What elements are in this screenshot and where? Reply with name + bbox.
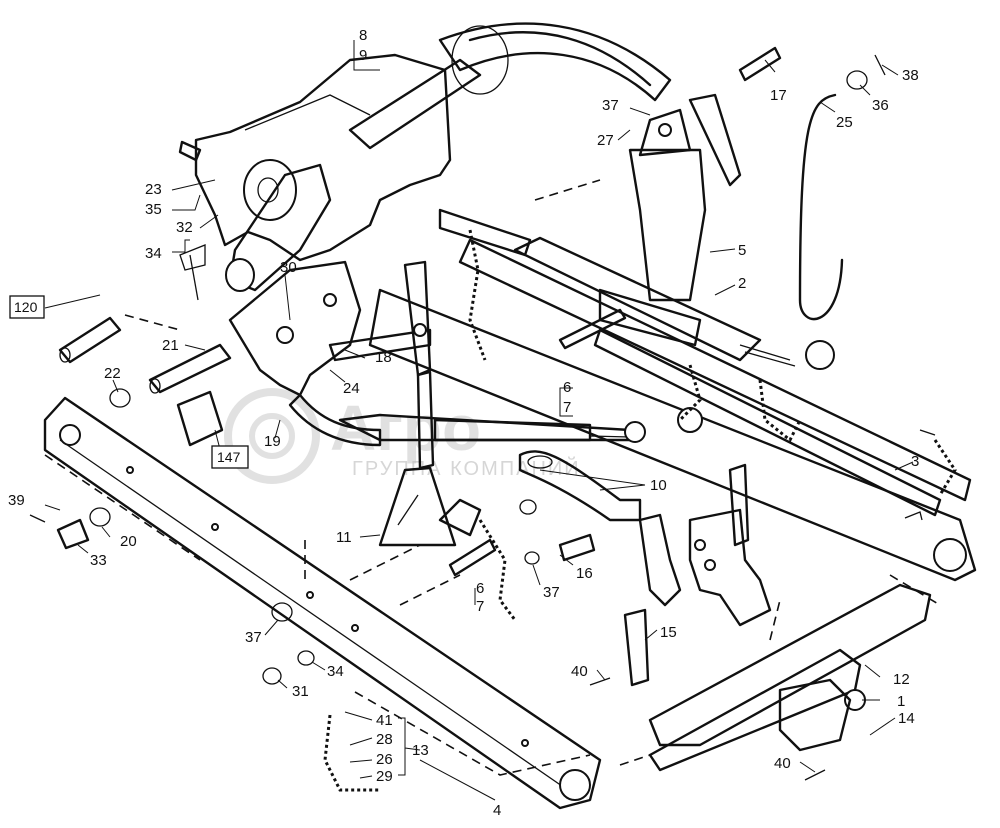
box-147-frame bbox=[211, 445, 249, 469]
callout-7-bottom: 7 bbox=[476, 598, 484, 615]
callout-26: 26 bbox=[376, 751, 393, 768]
callout-37-low: 37 bbox=[245, 629, 262, 646]
callouts: 8 9 17 38 36 25 37 27 23 35 32 34 5 2 30… bbox=[8, 27, 919, 819]
callout-24: 24 bbox=[343, 380, 360, 397]
callout-7-top: 7 bbox=[563, 399, 571, 416]
left-lift-rod bbox=[403, 260, 435, 470]
callout-12: 12 bbox=[893, 671, 910, 688]
chains bbox=[323, 229, 957, 792]
frame-tube bbox=[458, 238, 972, 517]
box-120-frame bbox=[9, 295, 45, 319]
loose-parts bbox=[29, 46, 936, 781]
top-link bbox=[438, 208, 835, 370]
callout-39: 39 bbox=[8, 492, 25, 509]
callout-32: 32 bbox=[176, 219, 193, 236]
callout-41: 41 bbox=[376, 712, 393, 729]
callout-6-bottom: 6 bbox=[476, 580, 484, 597]
watermark-sub: ГРУППА КОМПАНИЙ bbox=[352, 456, 581, 480]
callout-40-mid: 40 bbox=[571, 663, 588, 680]
callout-34-top: 34 bbox=[145, 245, 162, 262]
assembly-lines bbox=[44, 179, 941, 776]
drawbar bbox=[648, 583, 932, 772]
callout-8: 8 bbox=[359, 27, 367, 44]
callout-11: 11 bbox=[336, 529, 352, 546]
callout-33: 33 bbox=[90, 552, 107, 569]
boxed-147: 147 bbox=[217, 449, 241, 465]
callout-36: 36 bbox=[872, 97, 889, 114]
boxed-references: 120 147 bbox=[9, 295, 249, 469]
callout-27: 27 bbox=[597, 132, 614, 149]
callout-29: 29 bbox=[376, 768, 393, 785]
callout-1: 1 bbox=[897, 693, 905, 710]
callout-30: 30 bbox=[280, 259, 297, 276]
callout-4: 4 bbox=[493, 802, 501, 819]
callout-23: 23 bbox=[145, 181, 162, 198]
lower-bracket bbox=[148, 260, 432, 447]
lift-rod bbox=[628, 93, 742, 302]
callout-19: 19 bbox=[264, 433, 281, 450]
callout-37-top: 37 bbox=[602, 97, 619, 114]
callout-18: 18 bbox=[375, 349, 392, 366]
callout-35: 35 bbox=[145, 201, 162, 218]
support-bracket bbox=[378, 466, 497, 577]
lift-hook bbox=[638, 463, 772, 627]
callout-25: 25 bbox=[836, 114, 853, 131]
callout-16: 16 bbox=[576, 565, 593, 582]
lift-housing bbox=[178, 53, 452, 292]
watermark: Агро ГРУППА КОМПАНИЙ bbox=[224, 388, 581, 484]
callout-21: 21 bbox=[162, 337, 179, 354]
callout-9: 9 bbox=[359, 47, 367, 64]
cross-shaft bbox=[348, 22, 672, 150]
leader-lines bbox=[44, 40, 914, 801]
callout-5: 5 bbox=[738, 242, 746, 259]
boxed-120: 120 bbox=[14, 299, 38, 315]
callout-20: 20 bbox=[120, 533, 137, 550]
callout-37-mid: 37 bbox=[543, 584, 560, 601]
callout-15: 15 bbox=[660, 624, 677, 641]
callout-38: 38 bbox=[902, 67, 919, 84]
callout-3: 3 bbox=[911, 453, 919, 470]
callout-22: 22 bbox=[104, 365, 121, 382]
callout-28: 28 bbox=[376, 731, 393, 748]
stabilizer-turnbuckle bbox=[338, 407, 703, 443]
callout-34-low: 34 bbox=[327, 663, 344, 680]
callout-6-top: 6 bbox=[563, 379, 571, 396]
callout-2: 2 bbox=[738, 275, 746, 292]
callout-31: 31 bbox=[292, 683, 309, 700]
callout-17: 17 bbox=[770, 87, 787, 104]
callout-40-bottom: 40 bbox=[774, 755, 791, 772]
right-lower-link bbox=[368, 288, 977, 582]
callout-10: 10 bbox=[650, 477, 667, 494]
callout-14: 14 bbox=[898, 710, 915, 727]
callout-13: 13 bbox=[412, 742, 429, 759]
left-lower-link bbox=[43, 396, 602, 810]
